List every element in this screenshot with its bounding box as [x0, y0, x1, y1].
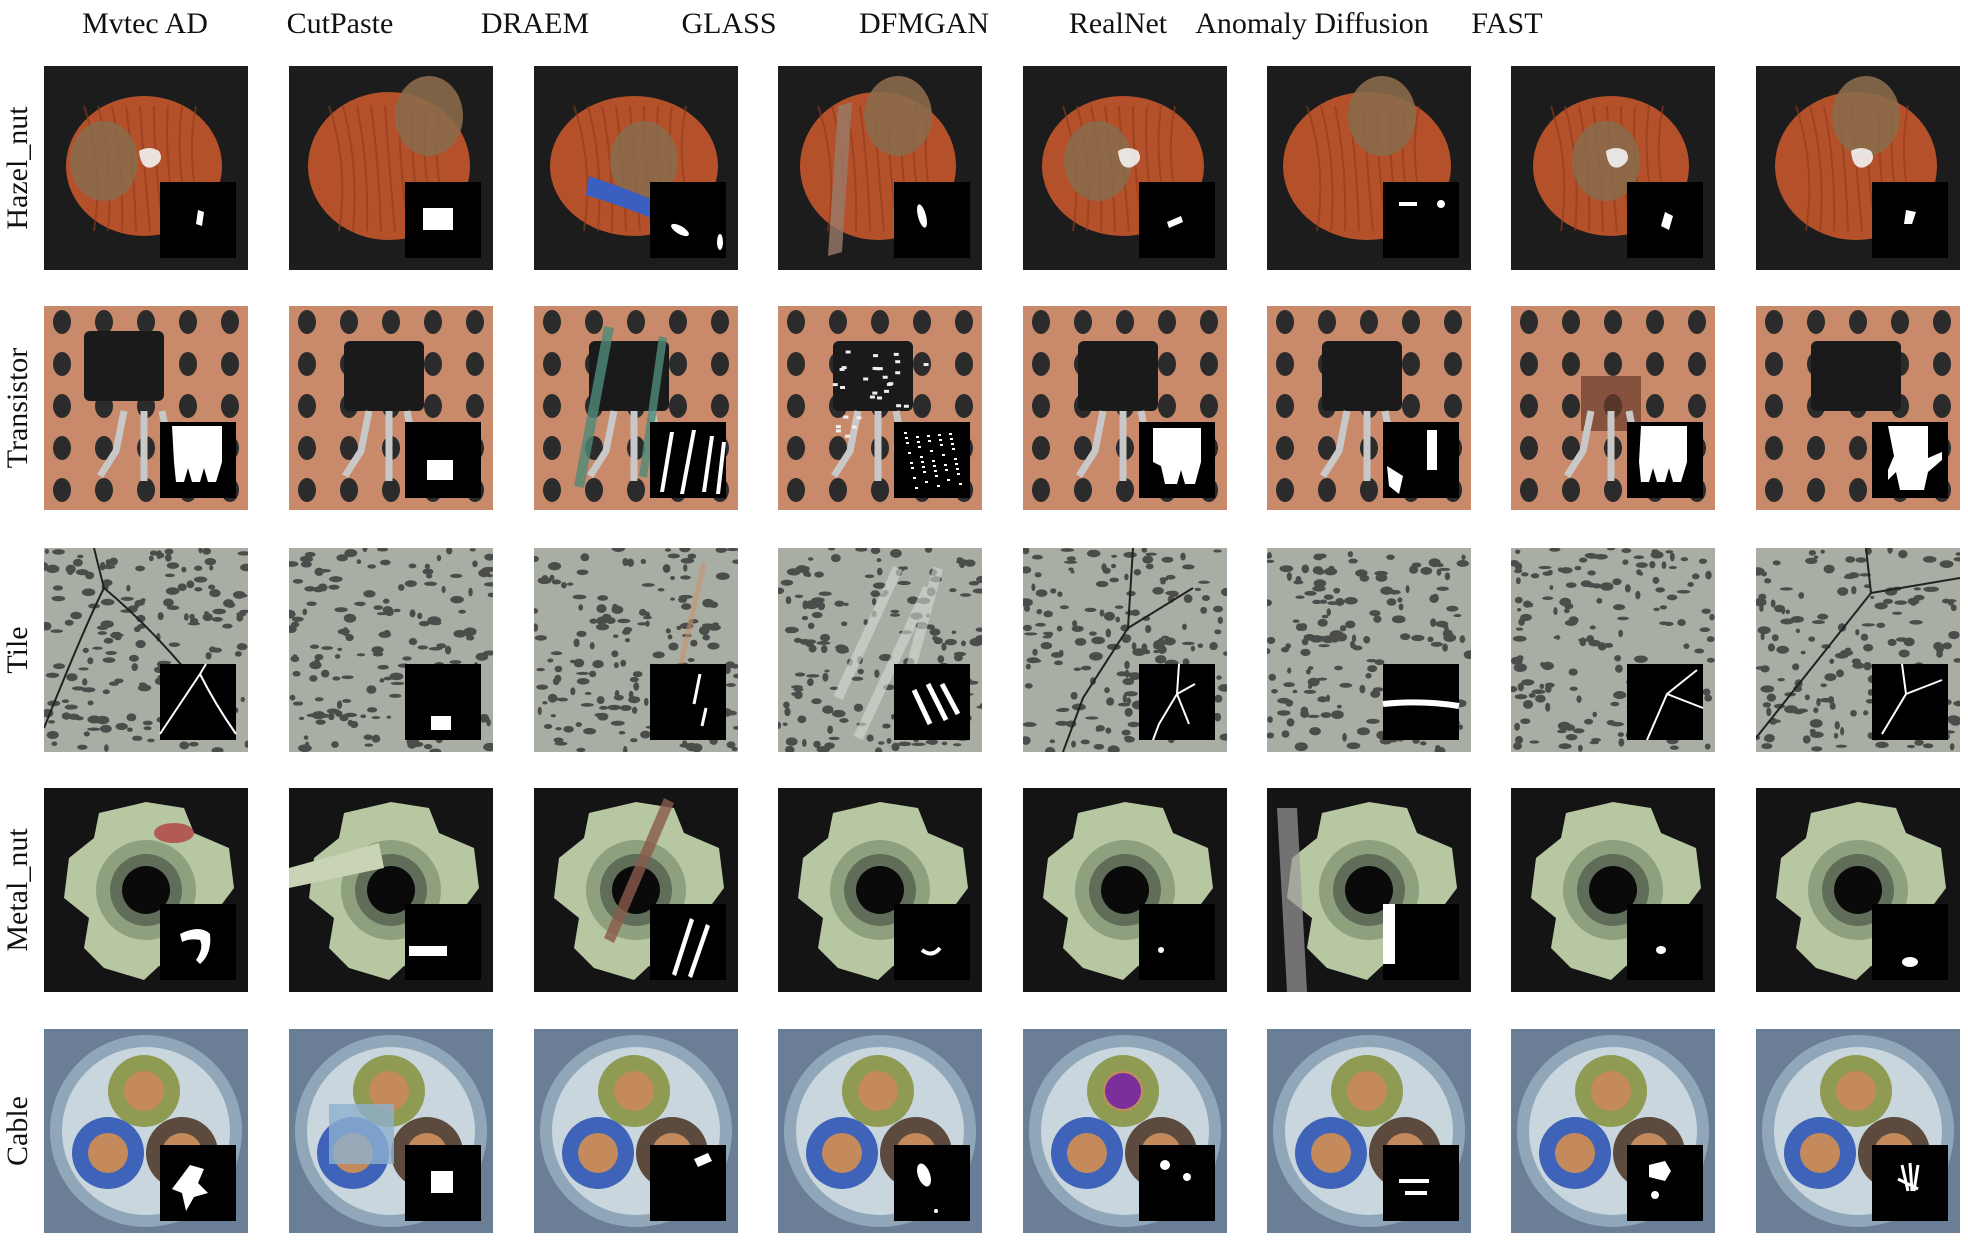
sample-image-tile-realnet — [1267, 548, 1471, 752]
ground-truth-mask — [1627, 1145, 1703, 1221]
ground-truth-mask — [650, 182, 726, 258]
column-header-glass: GLASS — [681, 7, 777, 40]
ground-truth-mask — [1383, 422, 1459, 498]
ground-truth-mask — [405, 664, 481, 740]
ground-truth-mask — [1872, 422, 1948, 498]
ground-truth-mask — [650, 422, 726, 498]
ground-truth-mask — [894, 422, 970, 498]
row-label-metal-nut: Metal_nut — [1, 828, 34, 952]
sample-image-tile-glass — [778, 548, 982, 752]
sample-image-cable-cutpaste — [289, 1029, 493, 1233]
row-label-cable: Cable — [1, 1096, 34, 1166]
sample-image-tile-cutpaste — [289, 548, 493, 752]
ground-truth-mask — [650, 904, 726, 980]
sample-image-hazel-nut-draem — [534, 66, 738, 270]
sample-image-transistor-draem — [534, 306, 738, 510]
sample-image-transistor-cutpaste — [289, 306, 493, 510]
sample-image-transistor-mvtec-ad — [44, 306, 248, 510]
ground-truth-mask — [405, 904, 481, 980]
ground-truth-mask — [1139, 1145, 1215, 1221]
ground-truth-mask — [894, 182, 970, 258]
sample-image-cable-mvtec-ad — [44, 1029, 248, 1233]
ground-truth-mask — [1383, 1145, 1459, 1221]
sample-image-tile-dfmgan — [1023, 548, 1227, 752]
ground-truth-mask — [1383, 904, 1459, 980]
ground-truth-mask — [894, 1145, 970, 1221]
sample-image-cable-dfmgan — [1023, 1029, 1227, 1233]
ground-truth-mask — [1139, 182, 1215, 258]
column-header-mvtec-ad: Mvtec AD — [82, 7, 208, 40]
sample-image-cable-fast — [1756, 1029, 1960, 1233]
ground-truth-mask — [1139, 663, 1215, 741]
ground-truth-mask — [1383, 182, 1459, 258]
ground-truth-mask — [1627, 182, 1703, 258]
sample-image-cable-realnet — [1267, 1029, 1471, 1233]
sample-image-cable-glass — [778, 1029, 982, 1233]
sample-image-tile-fast — [1756, 548, 1960, 752]
sample-image-hazel-nut-mvtec-ad — [44, 66, 248, 270]
ground-truth-mask — [405, 182, 481, 258]
ground-truth-mask — [1627, 422, 1703, 498]
column-header-draem: DRAEM — [480, 7, 590, 40]
ground-truth-mask — [1872, 182, 1948, 258]
column-header-cutpaste: CutPaste — [286, 7, 394, 40]
ground-truth-mask — [160, 182, 236, 258]
ground-truth-mask — [650, 664, 726, 740]
sample-image-hazel-nut-anomaly-diffusion — [1511, 66, 1715, 270]
sample-image-hazel-nut-fast — [1756, 66, 1960, 270]
sample-image-cable-draem — [534, 1029, 738, 1233]
sample-image-hazel-nut-glass — [778, 66, 982, 270]
ground-truth-mask — [1139, 422, 1215, 498]
ground-truth-mask — [1872, 904, 1948, 980]
sample-image-metal-nut-anomaly-diffusion — [1511, 788, 1715, 992]
ground-truth-mask — [160, 422, 236, 498]
ground-truth-mask — [650, 1145, 726, 1221]
ground-truth-mask — [160, 904, 236, 980]
sample-image-cable-anomaly-diffusion — [1511, 1029, 1715, 1233]
row-label-tile: Tile — [1, 626, 34, 674]
ground-truth-mask — [160, 1145, 236, 1221]
ground-truth-mask — [1627, 664, 1704, 741]
ground-truth-mask — [1872, 663, 1948, 740]
column-header-dfmgan: DFMGAN — [858, 7, 990, 40]
sample-image-metal-nut-dfmgan — [1023, 788, 1227, 992]
column-header-realnet: RealNet — [1068, 7, 1168, 40]
ground-truth-mask — [405, 422, 481, 498]
sample-image-metal-nut-glass — [778, 788, 982, 992]
ground-truth-mask — [1139, 904, 1215, 980]
sample-image-hazel-nut-dfmgan — [1023, 66, 1227, 270]
sample-image-transistor-dfmgan — [1023, 306, 1227, 510]
sample-image-transistor-fast — [1756, 306, 1960, 510]
sample-image-tile-draem — [534, 548, 738, 752]
sample-image-tile-mvtec-ad — [44, 548, 248, 752]
column-header-fast: FAST — [1471, 7, 1543, 40]
ground-truth-mask — [159, 663, 237, 740]
column-header-anomaly-diffusion: Anomaly Diffusion — [1195, 7, 1429, 40]
ground-truth-mask — [894, 904, 970, 980]
sample-image-tile-anomaly-diffusion — [1511, 548, 1715, 752]
row-label-hazel-nut: Hazel_nut — [1, 106, 34, 230]
sample-image-transistor-glass — [778, 306, 982, 510]
sample-image-metal-nut-fast — [1756, 788, 1960, 992]
sample-image-transistor-realnet — [1267, 306, 1471, 510]
sample-image-metal-nut-draem — [534, 788, 738, 992]
sample-image-hazel-nut-cutpaste — [289, 66, 493, 270]
sample-image-metal-nut-mvtec-ad — [44, 788, 248, 992]
ground-truth-mask — [1872, 1145, 1948, 1221]
ground-truth-mask — [894, 664, 970, 740]
sample-image-transistor-anomaly-diffusion — [1511, 306, 1715, 510]
sample-image-metal-nut-realnet — [1267, 788, 1471, 992]
sample-image-metal-nut-cutpaste — [289, 788, 493, 992]
ground-truth-mask — [1627, 904, 1703, 980]
ground-truth-mask — [405, 1145, 481, 1221]
ground-truth-mask — [1382, 664, 1460, 740]
row-label-transistor: Transistor — [1, 347, 34, 469]
sample-image-hazel-nut-realnet — [1267, 66, 1471, 270]
